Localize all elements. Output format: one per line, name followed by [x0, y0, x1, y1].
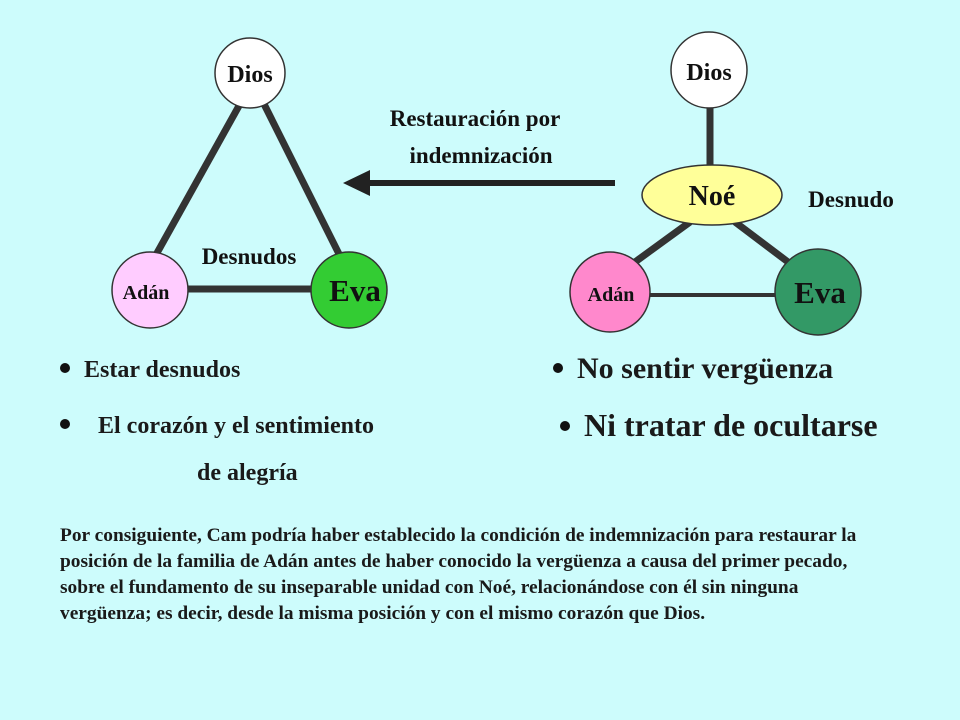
bullet-icon: [60, 419, 70, 430]
left-bullet-2-continuation: de alegría: [197, 460, 298, 486]
label-noe: Noé: [689, 181, 736, 212]
label-dios-right: Dios: [686, 60, 731, 86]
right-bullet-1-text: No sentir vergüenza: [577, 352, 834, 385]
edge-dios-eva-left: [260, 102, 347, 264]
left-bullet-2-text: El corazón y el sentimiento: [98, 413, 374, 439]
bullet-icon: [60, 363, 70, 374]
restoration-arrow-head: [343, 170, 370, 196]
left-bullet-1: Estar desnudos: [60, 356, 240, 385]
left-bullet-2: El corazón y el sentimiento: [60, 412, 374, 441]
caption-desnudos: Desnudos: [202, 244, 297, 269]
node-eva-left: [310, 251, 388, 329]
bullet-icon: [560, 420, 570, 431]
label-eva-right: Eva: [794, 275, 846, 310]
bullet-icon: [553, 363, 563, 374]
node-noe: [641, 164, 783, 226]
label-dios-left: Dios: [227, 62, 272, 88]
node-adan-right: [569, 251, 651, 333]
node-dios-left: [214, 37, 286, 109]
right-bullet-2-text: Ni tratar de ocultarse: [584, 407, 878, 443]
label-adan-left: Adán: [123, 282, 170, 304]
explanation-paragraph: Por consiguiente, Cam podría haber estab…: [60, 525, 857, 624]
node-dios-right: [670, 31, 748, 109]
right-bullet-1: No sentir vergüenza: [553, 351, 833, 387]
edge-noe-eva: [732, 219, 791, 265]
label-adan-right: Adán: [588, 284, 635, 306]
arrow-label-line1: Restauración por: [390, 106, 561, 131]
edge-dios-adan-left: [148, 102, 244, 264]
arrow-label-line2: indemnización: [409, 143, 552, 168]
node-adan-left: [111, 251, 189, 329]
left-bullet-1-text: Estar desnudos: [84, 357, 241, 383]
edge-noe-adan: [632, 219, 693, 265]
right-bullet-2: Ni tratar de ocultarse: [560, 406, 878, 444]
caption-desnudo: Desnudo: [808, 187, 894, 212]
label-eva-left: Eva: [329, 273, 381, 308]
node-eva-right: [774, 248, 862, 336]
